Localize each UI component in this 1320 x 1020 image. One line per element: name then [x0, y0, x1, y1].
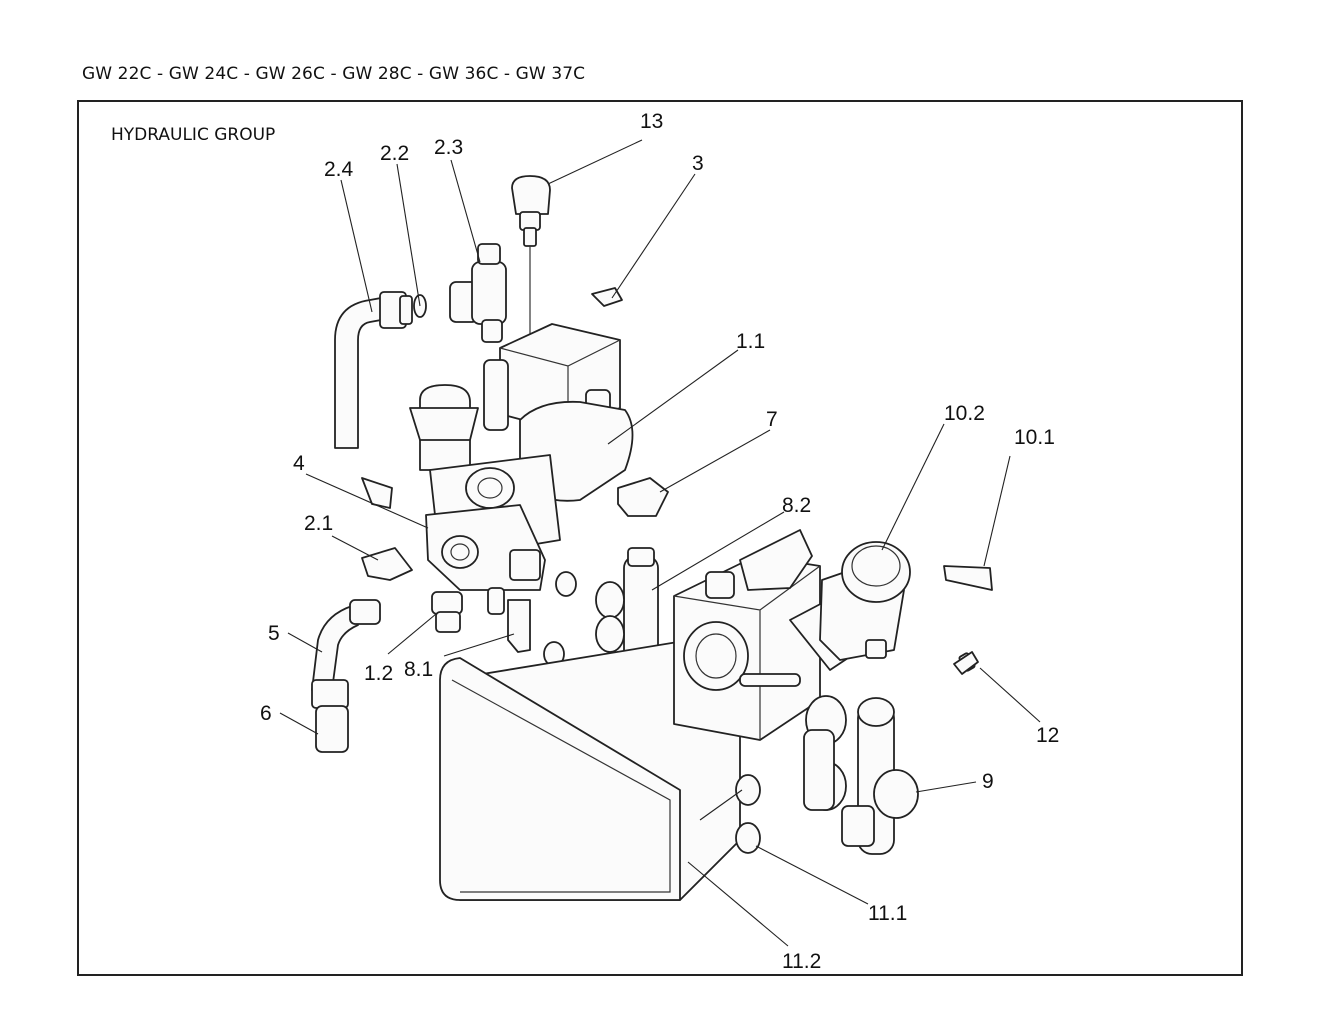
part-12-probe — [953, 651, 979, 675]
part-10-1-clip — [943, 565, 993, 591]
callout-11-2: 11.2 — [782, 950, 821, 973]
part-2-4-pipe — [334, 291, 413, 449]
callout-1-2: 1.2 — [364, 662, 393, 685]
part-3-clip — [591, 287, 623, 307]
callout-5: 5 — [268, 622, 280, 645]
part-6-nut — [315, 705, 349, 753]
callout-8-1: 8.1 — [404, 658, 433, 681]
callout-1-1: 1.1 — [736, 330, 765, 353]
callout-11-1: 11.1 — [868, 902, 907, 925]
callout-2-3: 2.3 — [434, 136, 463, 159]
model-list-header: GW 22C - GW 24C - GW 26C - GW 28C - GW 3… — [82, 64, 586, 84]
part-1-2-fitting — [431, 591, 463, 633]
callout-6: 6 — [260, 702, 272, 725]
part-1-1-pump — [409, 323, 634, 615]
callout-12: 12 — [1036, 724, 1059, 747]
part-8-1-clip — [507, 599, 531, 653]
leader-lines — [279, 139, 1041, 947]
section-title: HYDRAULIC GROUP — [111, 125, 276, 145]
callout-4: 4 — [293, 452, 305, 475]
callout-13: 13 — [640, 110, 663, 133]
part-11-2-heat-exchanger — [439, 639, 741, 901]
part-2-3-valve — [449, 243, 507, 343]
diagram-frame — [77, 100, 1243, 976]
callout-2-4: 2.4 — [324, 158, 354, 181]
gas-valve-block — [673, 529, 861, 741]
part-5-hose — [311, 599, 381, 709]
callout-2-2: 2.2 — [380, 142, 409, 165]
callout-8-2: 8.2 — [782, 494, 811, 517]
part-9-three-way-valve — [803, 695, 919, 855]
part-7-sensor — [617, 477, 669, 517]
part-13-vent-cap — [511, 175, 551, 247]
callout-10-2: 10.2 — [944, 402, 985, 425]
part-11-1-seal — [735, 774, 761, 806]
callout-7: 7 — [766, 408, 778, 431]
callout-9: 9 — [982, 770, 994, 793]
part-2-1-clip — [361, 547, 413, 581]
part-10-2-motor — [819, 541, 911, 661]
callout-10-1: 10.1 — [1014, 426, 1055, 449]
part-4-plate — [361, 477, 393, 509]
callout-2-1: 2.1 — [304, 512, 333, 535]
callout-3: 3 — [692, 152, 704, 175]
